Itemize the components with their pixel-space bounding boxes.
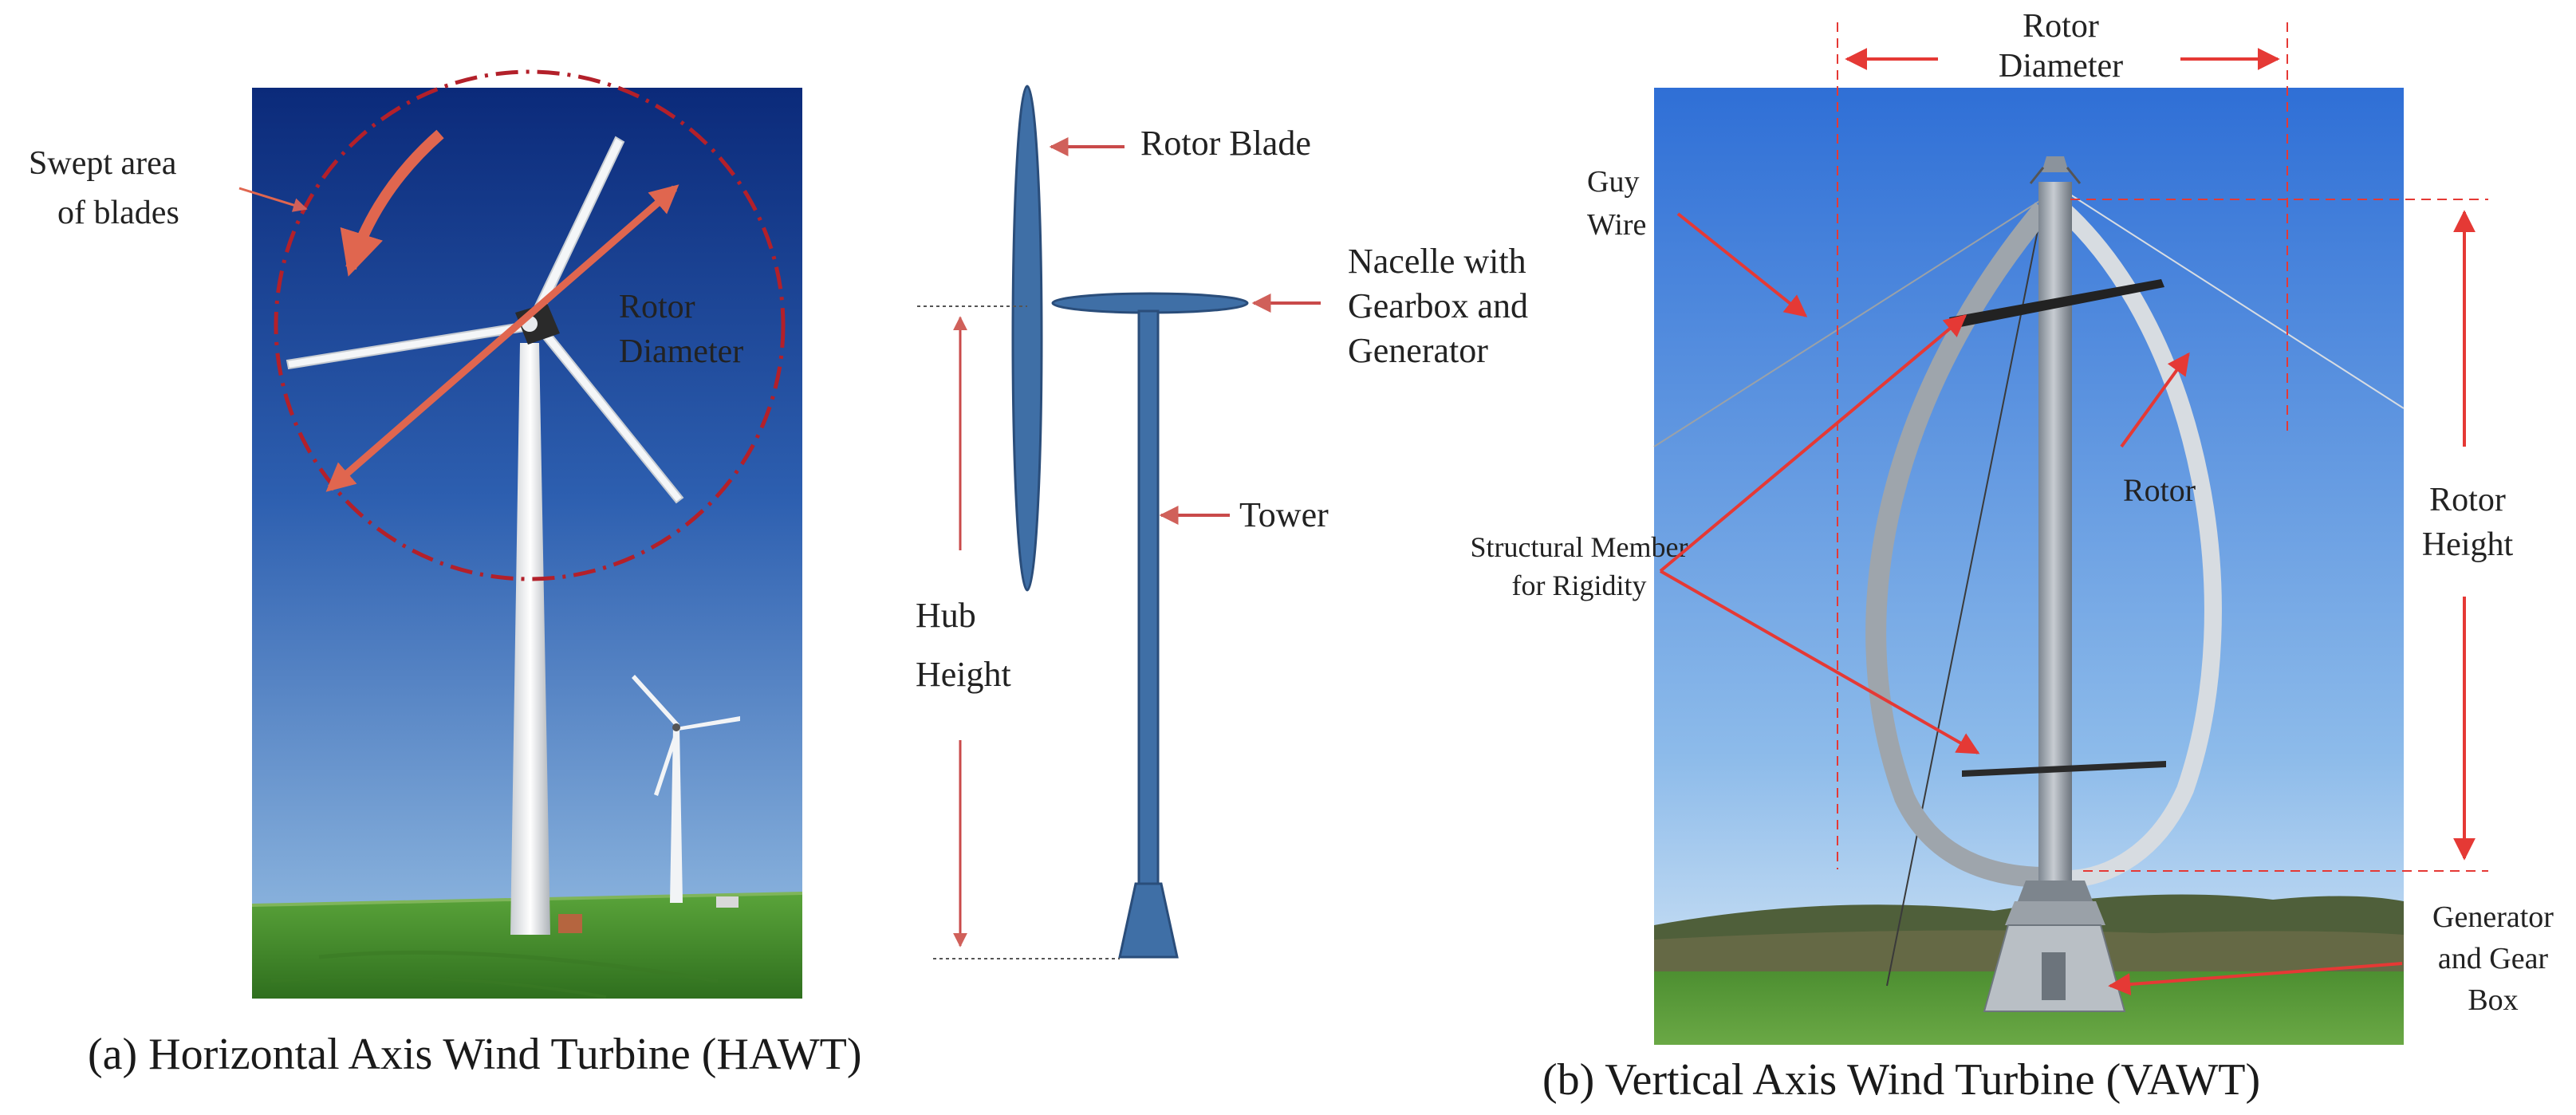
hawt-photo: Rotor Diameter xyxy=(251,69,803,999)
nacelle-label-3: Generator xyxy=(1348,331,1488,370)
shed xyxy=(558,914,582,933)
swept-area-label-2: of blades xyxy=(57,195,179,231)
panel-b-caption: (b) Vertical Axis Wind Turbine (VAWT) xyxy=(1542,1055,2260,1105)
schematic-rotor-blade xyxy=(1011,85,1043,592)
rotation-arrow xyxy=(340,129,444,277)
rotor-pointer xyxy=(2120,352,2190,448)
structural-pointer-lower xyxy=(1660,569,1980,754)
swept-area-circle xyxy=(274,69,786,581)
swept-area-pointer xyxy=(238,187,308,212)
vawt-rotor-height-label-1: Rotor xyxy=(2429,482,2506,518)
vawt-rotor-diameter-label-1: Rotor xyxy=(2023,8,2099,45)
hawt-small-turbine xyxy=(632,675,740,903)
schematic-nacelle xyxy=(1051,292,1249,314)
generator-housing xyxy=(2005,901,2105,925)
hawt-rotor-diameter-arrow xyxy=(325,184,679,492)
guy-wire-label-1: Guy xyxy=(1587,165,1639,199)
generator-label-2: and Gear xyxy=(2438,942,2549,975)
vawt-blade-left xyxy=(1865,202,2051,888)
guy-wire-right xyxy=(2070,194,2405,409)
hub-height-label-2: Height xyxy=(916,655,1011,694)
tower-label: Tower xyxy=(1239,495,1329,534)
generator-label-1: Generator xyxy=(2432,900,2554,934)
hawt-rotor-diameter-label-2: Diameter xyxy=(619,333,743,370)
structural-pointer-upper xyxy=(1659,314,1967,573)
hub-height-label-1: Hub xyxy=(916,596,976,635)
nacelle-label-1: Nacelle with xyxy=(1348,242,1526,281)
guy-wire-left xyxy=(1653,194,2050,447)
guy-wire-front xyxy=(1886,194,2046,987)
vawt-rotor-height-label-2: Height xyxy=(2422,526,2514,563)
rotor-blade-label: Rotor Blade xyxy=(1140,124,1311,163)
guy-wire-label-2: Wire xyxy=(1587,208,1646,242)
generator-label-3: Box xyxy=(2468,983,2518,1017)
upper-strut xyxy=(1949,279,2164,329)
structural-member-label-1: Structural Member xyxy=(1471,531,1688,563)
vawt-photo: Rotor xyxy=(1653,22,2488,1045)
guy-wire-pointer xyxy=(1676,212,1808,317)
vawt-rotor-diameter-label-2: Diameter xyxy=(1999,48,2123,85)
hawt-schematic xyxy=(917,85,1321,959)
structural-member-label-2: for Rigidity xyxy=(1512,569,1647,601)
swept-area-label-1: Swept area xyxy=(29,145,177,182)
vawt-blade-right xyxy=(2056,202,2222,888)
generator-pointer xyxy=(2108,962,2403,996)
vawt-rotor-label: Rotor xyxy=(2123,472,2196,508)
schematic-tower xyxy=(1137,309,1160,887)
vawt-mast xyxy=(2038,182,2072,884)
nacelle-label-2: Gearbox and xyxy=(1348,286,1528,325)
hawt-rotor-diameter-label-1: Rotor xyxy=(619,289,695,325)
panel-a-caption: (a) Horizontal Axis Wind Turbine (HAWT) xyxy=(88,1030,862,1079)
lower-strut xyxy=(1962,761,2166,777)
schematic-base xyxy=(1118,882,1179,959)
